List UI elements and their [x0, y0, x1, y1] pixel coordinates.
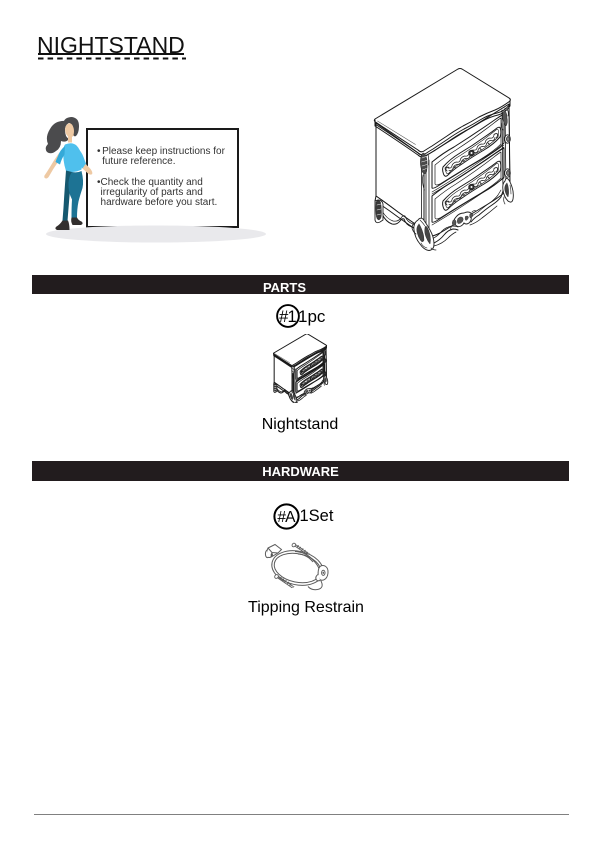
svg-text:#A: #A [277, 509, 296, 526]
svg-text:#1: #1 [279, 308, 296, 326]
